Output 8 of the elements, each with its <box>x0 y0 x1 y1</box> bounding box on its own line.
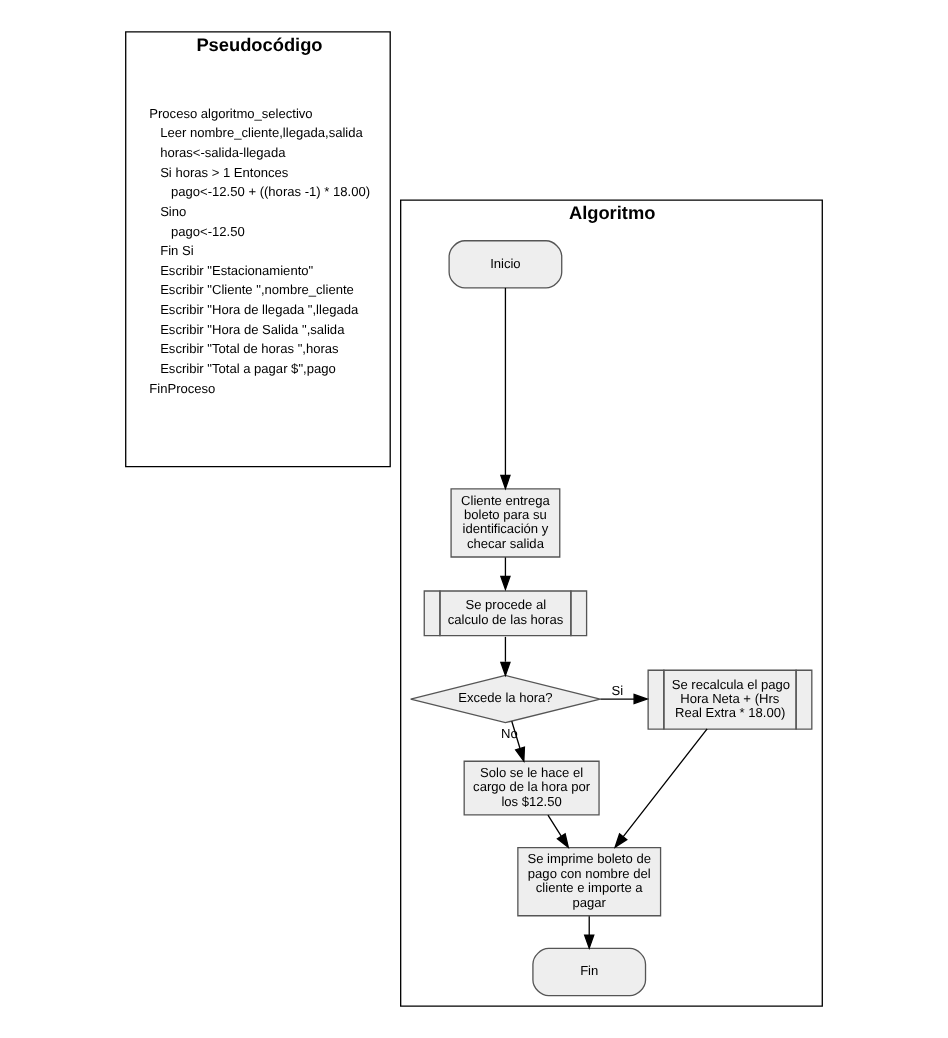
arrow <box>499 556 511 592</box>
arrow <box>499 636 511 678</box>
arrow <box>583 915 595 951</box>
arrow <box>547 814 570 849</box>
arrow <box>511 720 526 763</box>
arrow <box>499 287 511 491</box>
arrow <box>613 728 708 849</box>
arrow <box>599 693 650 705</box>
